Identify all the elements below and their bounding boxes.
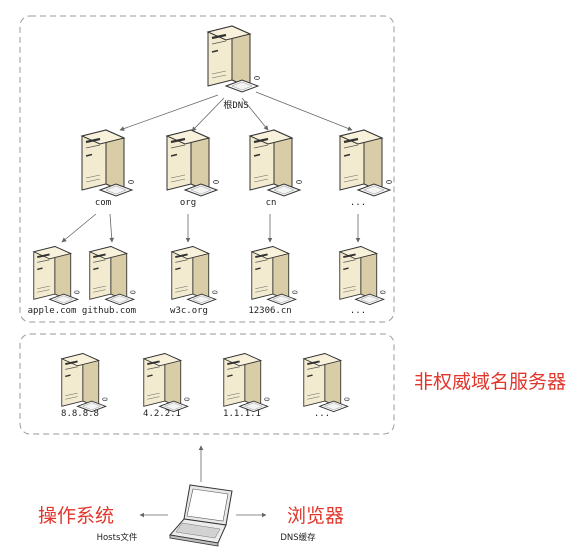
resolver-label-2: 4.2.2.1 bbox=[143, 409, 181, 419]
edge-root-more bbox=[255, 91, 353, 131]
server-icon bbox=[32, 245, 80, 306]
hosts-caption: Hosts文件 bbox=[97, 532, 138, 543]
auth-label-12306: 12306.cn bbox=[248, 306, 291, 316]
dns-cache-caption: DNS缓存 bbox=[280, 532, 316, 543]
tld-label-cn: cn bbox=[266, 198, 277, 208]
root-label: 根DNS bbox=[223, 99, 248, 111]
edge-root-com bbox=[119, 94, 219, 131]
server-icon bbox=[88, 245, 136, 306]
resolver-label-1: 8.8.8.8 bbox=[61, 409, 99, 419]
server-icon bbox=[60, 352, 108, 413]
tld-label-org: org bbox=[180, 198, 196, 208]
resolvers-title: 非权威域名服务器 bbox=[414, 371, 566, 393]
server-icon bbox=[142, 352, 190, 413]
edge-root-cn bbox=[241, 97, 269, 131]
edge-com-apple bbox=[61, 213, 97, 243]
auth-label-github: github.com bbox=[82, 306, 136, 316]
os-title: 操作系统 bbox=[38, 505, 114, 527]
resolver-panel bbox=[19, 333, 395, 435]
server-icon bbox=[302, 352, 350, 413]
server-icon bbox=[338, 129, 392, 197]
resolver-label-3: 1.1.1.1 bbox=[223, 409, 261, 419]
auth-label-more: ... bbox=[350, 306, 366, 316]
edge-root-org bbox=[191, 97, 225, 132]
tld-label-com: com bbox=[95, 198, 111, 208]
edge-com-github bbox=[109, 213, 115, 243]
auth-label-apple: apple.com bbox=[28, 306, 77, 316]
resolver-label-4: ... bbox=[314, 409, 330, 419]
server-icon bbox=[170, 245, 218, 306]
laptop-icon bbox=[169, 484, 233, 547]
server-icon bbox=[250, 245, 298, 306]
browser-title: 浏览器 bbox=[287, 505, 344, 527]
auth-label-w3c: w3c.org bbox=[170, 306, 208, 316]
server-icon bbox=[206, 25, 260, 93]
server-icon bbox=[165, 129, 219, 197]
server-icon bbox=[248, 129, 302, 197]
server-icon bbox=[80, 129, 134, 197]
server-icon bbox=[222, 352, 270, 413]
tld-label-more: ... bbox=[350, 198, 366, 208]
hierarchy-panel bbox=[19, 15, 395, 323]
server-icon bbox=[338, 245, 386, 306]
edges bbox=[61, 91, 361, 518]
